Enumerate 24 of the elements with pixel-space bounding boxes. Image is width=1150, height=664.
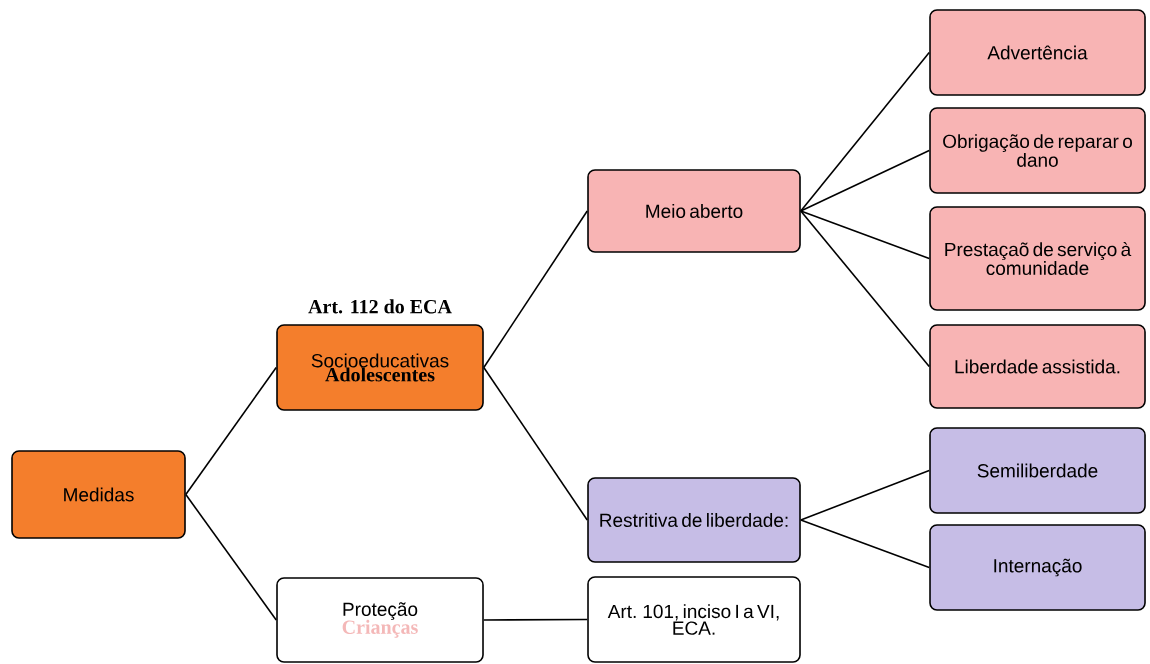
connector-line (185, 366, 277, 496)
connector-line (800, 210, 930, 368)
connector-line (483, 210, 588, 369)
connector-line (800, 519, 930, 569)
process-box: Internação (929, 524, 1146, 611)
connector-line (800, 149, 930, 212)
connector-line (483, 366, 588, 521)
process-box: Semiliberdade (929, 427, 1146, 514)
connector-line (483, 618, 588, 621)
process-box: Prestaçaõ de serviço à comunidade (929, 206, 1146, 311)
process-box: Proteção Crianças (276, 577, 484, 663)
connector-line (800, 210, 930, 260)
process-box: Advertência (929, 9, 1146, 96)
heading: Art. 112 do ECA (308, 299, 452, 314)
connector-line (800, 469, 930, 521)
process-box: Medidas (11, 450, 186, 539)
process-box: Art. 101, inciso I a VI, ECA. (587, 576, 801, 663)
process-box: Restritiva de liberdade: (587, 477, 801, 563)
process-box: Socioeducativas Adolescentes (276, 324, 484, 411)
process-box: Meio aberto (587, 169, 801, 253)
connector-line (185, 493, 277, 621)
connector-line (800, 51, 930, 212)
process-box: Obrigação de reparar o dano (929, 107, 1146, 194)
process-box: Liberdade assistida. (929, 324, 1146, 409)
